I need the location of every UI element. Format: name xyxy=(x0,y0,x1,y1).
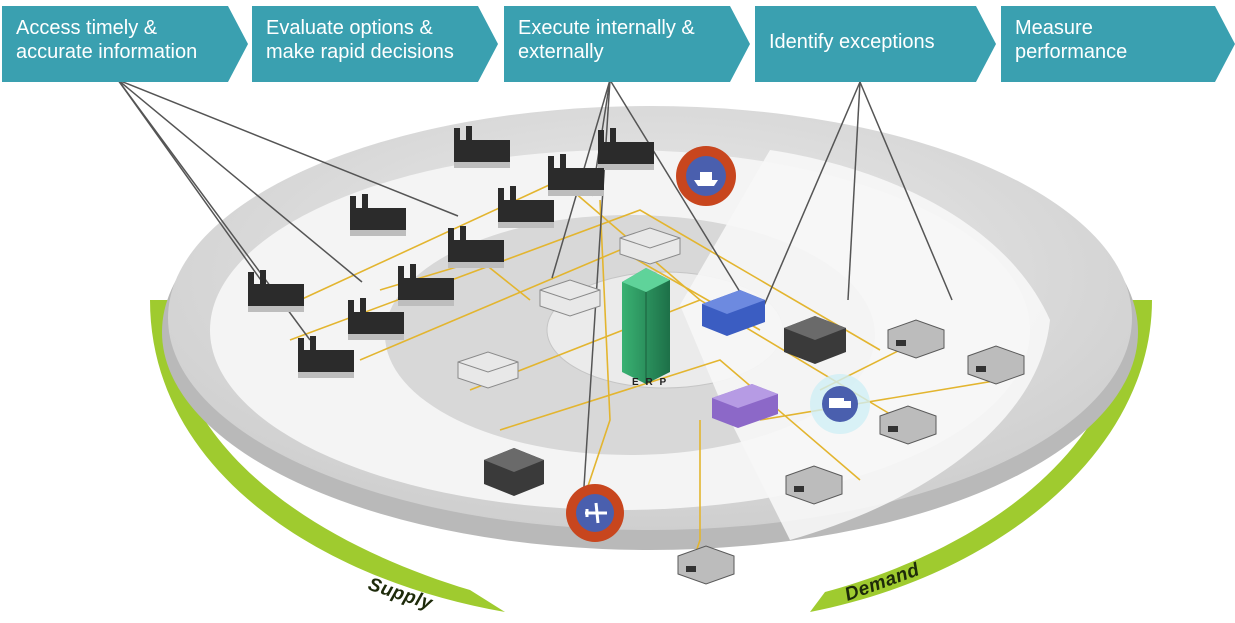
process-step-3-line-2: externally xyxy=(518,41,604,63)
ship-transport-icon xyxy=(676,146,736,206)
factory-icon xyxy=(348,298,404,340)
airplane-transport-icon xyxy=(566,484,624,542)
process-step-5-line-1: Measure xyxy=(1015,17,1093,39)
supply-ring xyxy=(150,300,505,612)
factory-icon xyxy=(298,336,354,378)
process-step-2-line-2: make rapid decisions xyxy=(266,41,454,63)
retail-store-icon xyxy=(785,465,843,505)
erp-hub-label: E R P xyxy=(632,377,669,388)
process-step-5-chevron: Measure performance xyxy=(1001,6,1235,82)
factory-icon xyxy=(598,128,654,170)
factory-icon xyxy=(548,154,604,196)
terminal-icon xyxy=(484,448,544,496)
process-step-1-chevron: Access timely & accurate information xyxy=(2,6,248,82)
distribution-center-icon xyxy=(619,227,681,265)
process-step-2-line-1: Evaluate options & xyxy=(266,17,433,39)
process-step-1-line-1: Access timely & xyxy=(16,17,158,39)
retail-store-icon xyxy=(879,405,937,445)
distribution-center-icon xyxy=(539,279,601,317)
process-step-3-line-1: Execute internally & xyxy=(518,17,695,39)
process-step-2-chevron: Evaluate options & make rapid decisions xyxy=(252,6,498,82)
factory-icon xyxy=(248,270,304,312)
factory-icon xyxy=(398,264,454,306)
truck-transport-icon xyxy=(810,374,870,434)
terminal-icon xyxy=(784,316,846,364)
factory-icon xyxy=(498,186,554,228)
distribution-center-icon xyxy=(457,351,519,389)
factory-icon xyxy=(448,226,504,268)
factory-icon xyxy=(454,126,510,168)
process-step-4-chevron: Identify exceptions xyxy=(755,6,996,82)
demand-ring xyxy=(810,300,1152,612)
process-step-4-line-1: Identify exceptions xyxy=(769,31,935,53)
retail-store-icon xyxy=(967,345,1025,385)
warehouse-icon xyxy=(702,290,765,336)
warehouse-icon xyxy=(712,384,778,428)
process-step-5-line-2: performance xyxy=(1015,41,1128,63)
process-step-3-chevron: Execute internally & externally xyxy=(504,6,750,82)
retail-store-icon xyxy=(887,319,945,359)
demand-zone xyxy=(680,150,1050,540)
factory-icon xyxy=(350,194,406,236)
retail-store-icon xyxy=(677,545,735,585)
process-step-1-line-2: accurate information xyxy=(16,41,198,63)
headquarters-tower-icon xyxy=(622,268,670,384)
